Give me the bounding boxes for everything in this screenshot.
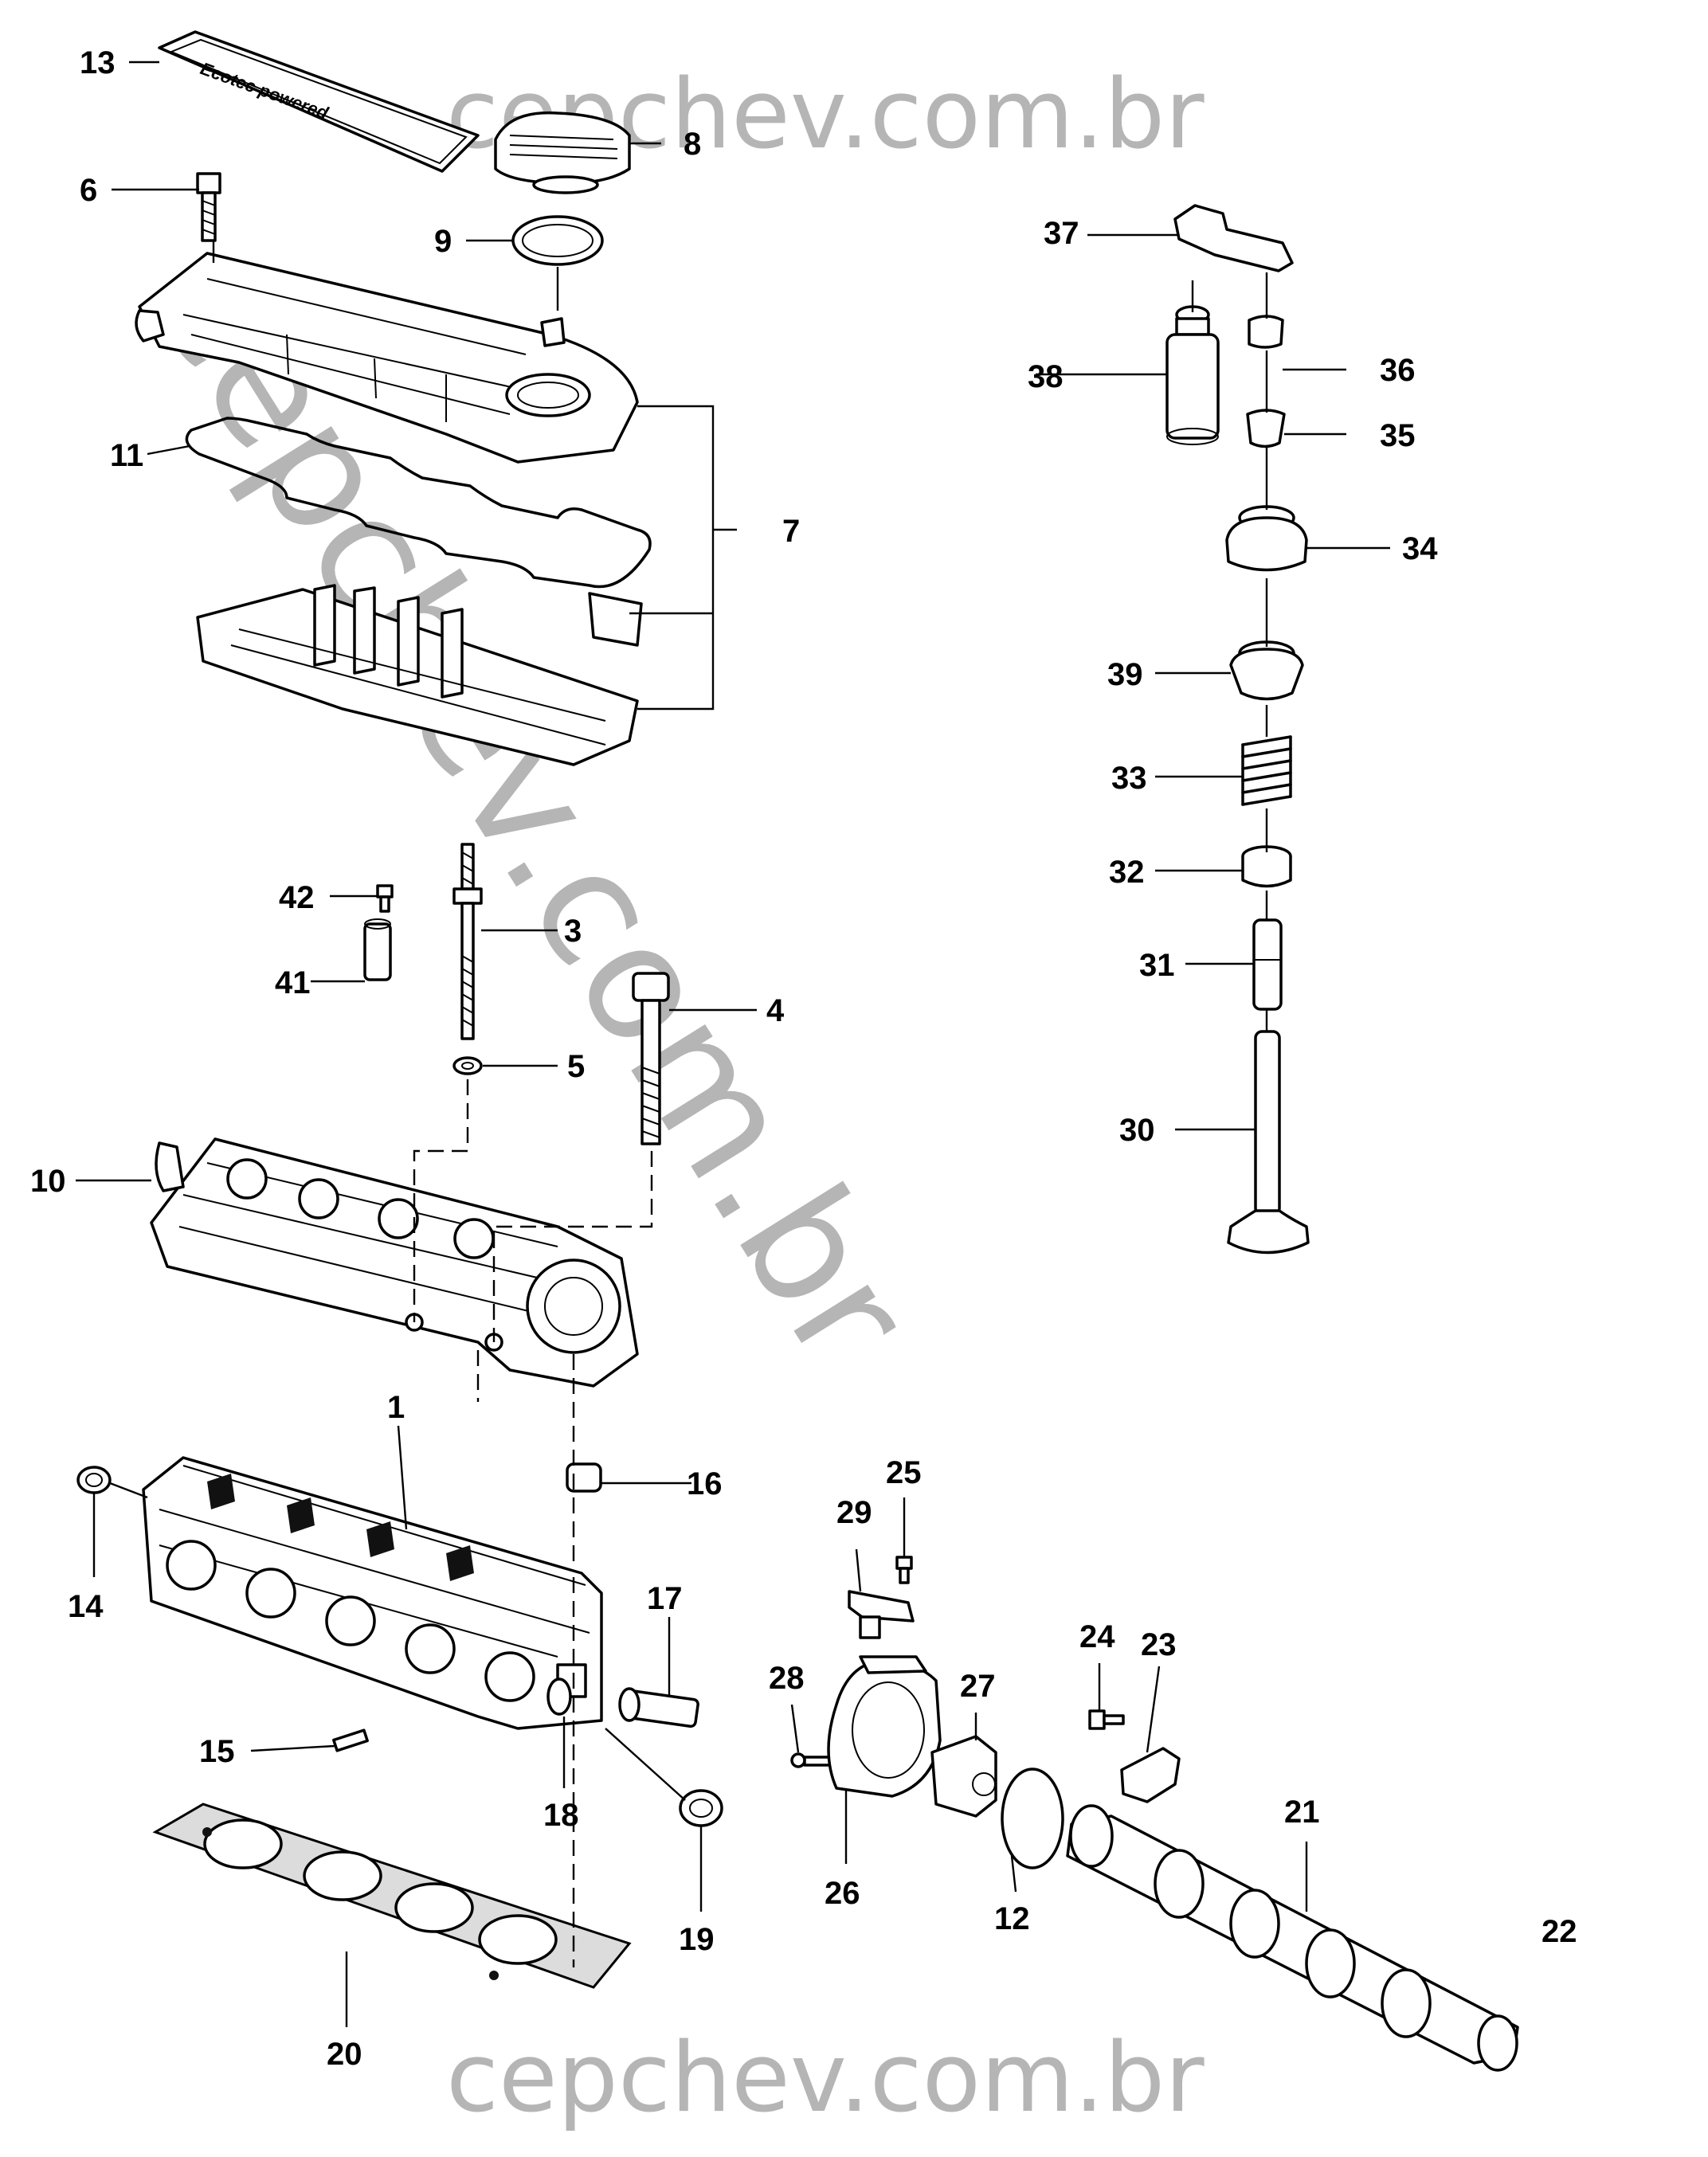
part-37-rocker-arm bbox=[1173, 204, 1294, 272]
callout-41: 41 bbox=[275, 965, 311, 1000]
part-38-lifter bbox=[1165, 305, 1220, 445]
part-5-washer bbox=[452, 1056, 483, 1075]
callout-33: 33 bbox=[1111, 761, 1147, 796]
part-7-baffle bbox=[196, 584, 643, 766]
part-35-valve-keeper bbox=[1246, 409, 1286, 448]
callout-37: 37 bbox=[1044, 216, 1079, 251]
part-10-cam-housing bbox=[150, 1137, 639, 1388]
part-41-dowel-sleeve bbox=[363, 918, 392, 981]
part-25-bolt bbox=[895, 1556, 913, 1584]
callout-23: 23 bbox=[1141, 1627, 1177, 1662]
callout-30: 30 bbox=[1119, 1113, 1155, 1148]
callout-17: 17 bbox=[647, 1581, 683, 1616]
part-4-bolt bbox=[632, 972, 670, 1145]
part-17-fitting bbox=[618, 1687, 699, 1728]
part-13-cover-plate: Ecotec powered bbox=[158, 30, 480, 173]
callout-18: 18 bbox=[543, 1798, 579, 1833]
callout-24: 24 bbox=[1079, 1619, 1115, 1654]
part-27-cam-plug bbox=[930, 1735, 997, 1818]
callout-36: 36 bbox=[1380, 353, 1416, 388]
callout-29: 29 bbox=[836, 1495, 872, 1530]
callout-13: 13 bbox=[80, 45, 116, 80]
part-33-valve-spring bbox=[1241, 735, 1292, 806]
part-16-cap bbox=[566, 1462, 602, 1493]
callout-12: 12 bbox=[994, 1901, 1030, 1936]
leader-lines bbox=[76, 61, 1390, 2027]
callout-35: 35 bbox=[1380, 418, 1416, 453]
callout-27: 27 bbox=[960, 1669, 996, 1704]
callout-1: 1 bbox=[387, 1390, 405, 1425]
callout-3: 3 bbox=[564, 914, 582, 949]
callout-8: 8 bbox=[684, 127, 701, 162]
part-39-valve-seal bbox=[1229, 640, 1304, 701]
part-42-small-bolt bbox=[376, 884, 394, 913]
callout-6: 6 bbox=[80, 173, 97, 208]
part-6-bolt bbox=[196, 172, 221, 242]
part-8-filler-cap bbox=[494, 111, 631, 194]
part-12-o-ring bbox=[1001, 1767, 1064, 1869]
part-29-sensor bbox=[848, 1590, 915, 1639]
part-21-camshaft bbox=[1066, 1804, 1519, 2072]
callout-11: 11 bbox=[110, 438, 143, 473]
part-14-plug bbox=[76, 1466, 112, 1494]
callout-25: 25 bbox=[886, 1455, 922, 1490]
callout-22: 22 bbox=[1542, 1914, 1577, 1949]
callout-31: 31 bbox=[1139, 948, 1175, 983]
part-36-valve-keeper bbox=[1248, 315, 1284, 349]
callout-10: 10 bbox=[30, 1164, 66, 1199]
part-26-cam-housing bbox=[827, 1655, 942, 1798]
part-11-gasket bbox=[185, 417, 652, 589]
part-15-stud bbox=[332, 1728, 369, 1752]
callout-38: 38 bbox=[1028, 359, 1064, 394]
watermark-bottom: cepchev.com.br bbox=[446, 2023, 1205, 2134]
part-19-plug bbox=[679, 1789, 723, 1827]
callout-42: 42 bbox=[279, 880, 315, 915]
part-7-valve-cover bbox=[135, 252, 639, 464]
callout-39: 39 bbox=[1107, 657, 1143, 692]
callout-4: 4 bbox=[766, 993, 785, 1028]
part-9-o-ring bbox=[511, 215, 604, 266]
part-20-head-gasket bbox=[152, 1803, 632, 1989]
callout-32: 32 bbox=[1109, 855, 1145, 890]
callout-34: 34 bbox=[1402, 531, 1438, 566]
callout-21: 21 bbox=[1284, 1795, 1320, 1830]
part-23-thrust-plate bbox=[1120, 1747, 1181, 1803]
part-31-valve-guide bbox=[1252, 918, 1283, 1011]
part-32-spring-seat bbox=[1241, 845, 1292, 888]
part-24-bolt bbox=[1088, 1709, 1125, 1730]
callout-26: 26 bbox=[825, 1876, 860, 1911]
callout-9: 9 bbox=[434, 224, 452, 259]
callout-16: 16 bbox=[687, 1466, 723, 1501]
callout-15: 15 bbox=[199, 1734, 235, 1769]
callout-labels: 13 8 6 9 11 7 37 38 36 35 34 39 33 32 31… bbox=[30, 45, 1577, 2072]
part-1-cylinder-head bbox=[142, 1456, 603, 1730]
part-34-spring-retainer bbox=[1225, 505, 1308, 572]
callout-7: 7 bbox=[782, 514, 800, 549]
part-18-seal bbox=[546, 1677, 572, 1716]
callout-19: 19 bbox=[679, 1922, 715, 1957]
part-30-valve bbox=[1227, 1030, 1310, 1255]
callout-20: 20 bbox=[327, 2037, 362, 2072]
callout-14: 14 bbox=[68, 1589, 104, 1624]
callout-28: 28 bbox=[769, 1661, 805, 1696]
callout-5: 5 bbox=[567, 1049, 585, 1084]
part-3-stud bbox=[452, 843, 483, 1040]
